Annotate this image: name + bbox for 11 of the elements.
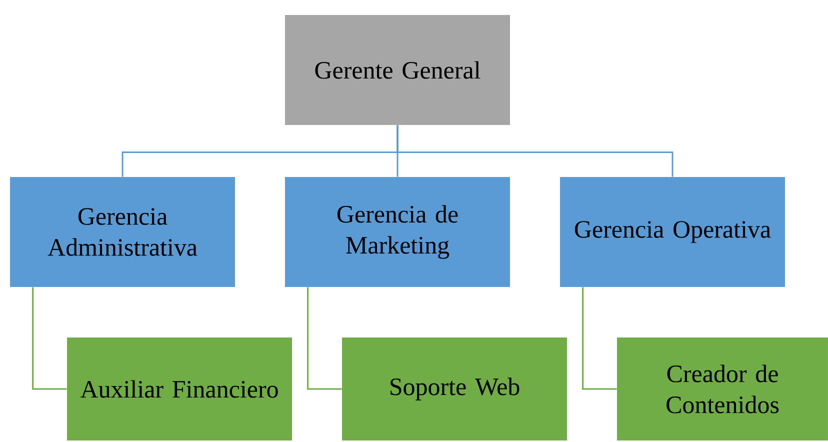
connector-line bbox=[582, 287, 617, 390]
staff-box: Soporte Web bbox=[342, 338, 567, 440]
department-box: Gerencia Administrativa bbox=[10, 177, 235, 287]
staff-box: Creador de Contenidos bbox=[617, 338, 828, 440]
connector-line bbox=[396, 125, 674, 177]
connector-line bbox=[32, 287, 67, 390]
chart-box: Gerente General bbox=[285, 15, 510, 125]
connector-line bbox=[307, 287, 342, 390]
department-box: Gerencia Operativa bbox=[560, 177, 785, 287]
staff-box: Auxiliar Financiero bbox=[67, 338, 292, 440]
department-box: Gerencia de Marketing bbox=[285, 177, 510, 287]
